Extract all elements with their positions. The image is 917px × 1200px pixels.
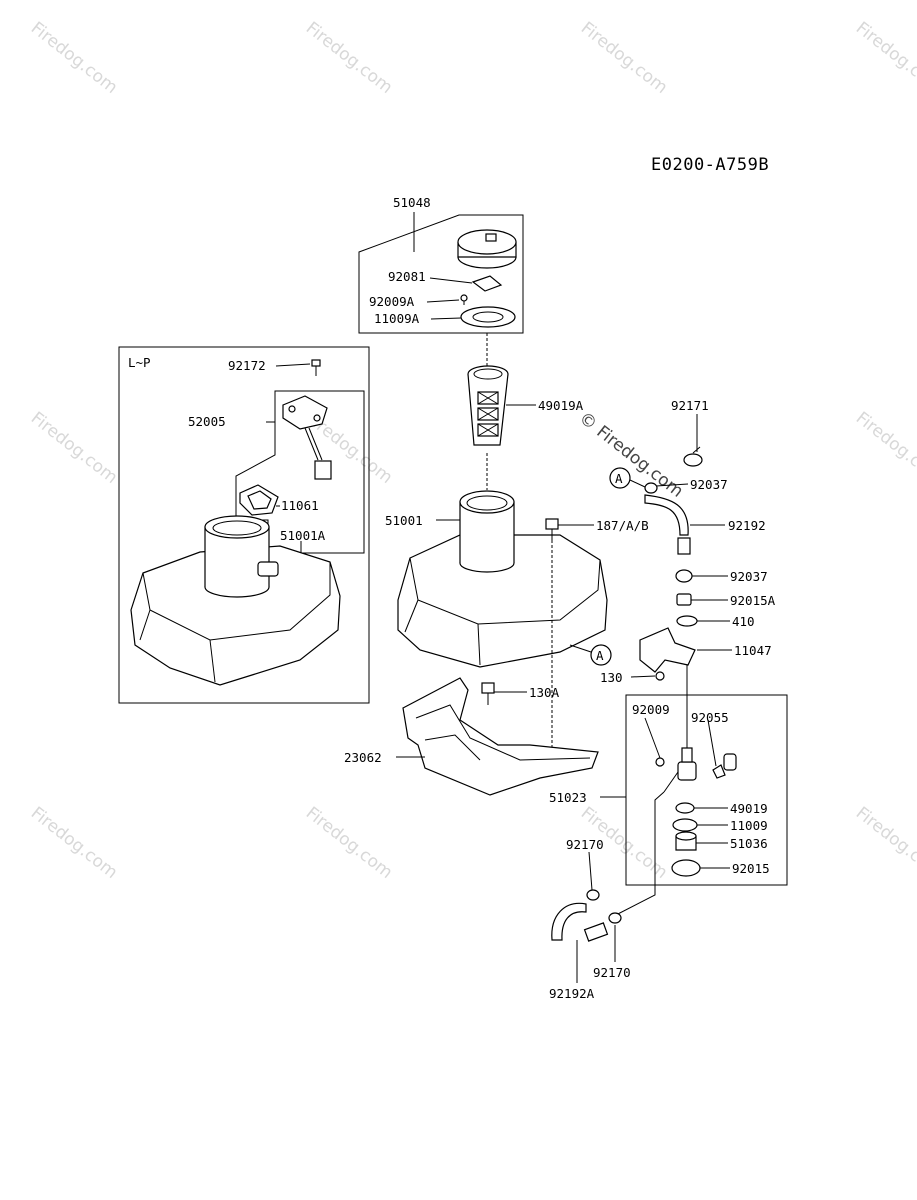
leader-lines [266,212,732,983]
diagram-code: E0200-A759B [651,155,769,175]
watermark-prominent: © Firedog.com [575,408,687,502]
fuel-tank-small-icon [130,515,341,686]
part-label-92170-right: 92170 [593,965,631,980]
fuel-sender-icon [282,395,332,480]
part-label-92055: 92055 [691,710,729,725]
heat-shield-icon [402,677,599,796]
part-label-92009a: 92009A [369,294,415,309]
watermark: Firedog.com [852,408,917,488]
part-label-92171: 92171 [671,398,709,413]
callout-a-hose: A [609,467,646,489]
cap-gasket-icon [460,306,516,328]
part-label-11047: 11047 [734,643,772,658]
lever-screw-icon [655,757,665,767]
part-label-11009: 11009 [730,818,768,833]
part-label-92192: 92192 [728,518,766,533]
fuel-cock-icon [663,665,697,793]
drain-bolt-icon [545,518,559,750]
hose-clamp-lower-left-icon [586,889,600,901]
cock-strainer-icon [675,802,695,814]
part-label-92170-left: 92170 [566,837,604,852]
fuel-hose-lower-icon [551,791,665,942]
lever-clip-icon [712,753,737,779]
cock-gasket-icon [672,818,698,832]
sender-group-bracket [235,390,365,554]
part-label-92015a: 92015A [730,593,776,608]
hose-clamp-small-icon [644,482,658,494]
cap-group-bracket [358,214,524,334]
part-label-49019: 49019 [730,801,768,816]
part-label-51048: 51048 [393,195,431,210]
part-labels: 51048 92081 92009A 11009A 92172 52005 11… [188,195,776,1001]
watermark: Firedog.com [27,408,121,488]
part-label-52005: 52005 [188,414,226,429]
sediment-cup-icon [675,831,697,851]
watermark: Firedog.com [302,18,396,98]
part-label-92081: 92081 [388,269,426,284]
part-label-51001: 51001 [385,513,423,528]
bolt-icon [311,359,321,376]
callout-a-label: A [596,648,604,663]
watermark: Firedog.com [852,803,917,883]
callout-a-label: A [615,471,623,486]
nut-icon [676,593,692,606]
fuel-strainer-icon [467,333,509,490]
part-label-92037-lower: 92037 [730,569,768,584]
part-label-92015: 92015 [732,861,770,876]
part-label-130a: 130A [529,685,560,700]
cap-screw-icon [460,294,468,305]
part-label-410: 410 [732,614,755,629]
part-label-92009: 92009 [632,702,670,717]
fuel-cap-icon [457,229,517,269]
part-label-130: 130 [600,670,623,685]
fuel-cock-group-box [625,694,788,886]
part-label-49019a: 49019A [538,398,584,413]
part-label-11009a: 11009A [374,311,420,326]
bracket-bolt-icon [655,671,665,681]
watermark: Firedog.com [852,18,917,98]
hose-clamp-lower-right-icon [608,912,622,924]
watermark: Firedog.com [27,803,121,883]
watermark: Firedog.com [302,803,396,883]
hose-clamp-top-icon [683,446,703,467]
part-label-92172: 92172 [228,358,266,373]
cap-plate-icon [471,275,503,292]
part-label-92037-upper: 92037 [690,477,728,492]
fuel-tank-icon [397,490,608,668]
part-label-51001a: 51001A [280,528,326,543]
shield-bolt-icon [481,682,495,705]
callout-a-tank: A [569,644,612,666]
bracket-icon [639,627,696,673]
cup-ring-icon [671,859,701,877]
gasket-icon [239,484,279,516]
part-label-11061: 11061 [281,498,319,513]
hose-clamp-mid-icon [675,569,693,583]
fuel-hose-upper-icon [644,494,691,555]
watermark: Firedog.com [577,18,671,98]
part-label-187: 187/A/B [596,518,649,533]
part-label-51023: 51023 [549,790,587,805]
variant-inset-box [118,346,370,704]
washer-icon [676,615,698,627]
part-label-51036: 51036 [730,836,768,851]
variant-label: L~P [128,355,151,370]
part-label-23062: 23062 [344,750,382,765]
part-label-92192a: 92192A [549,986,595,1001]
watermark: Firedog.com [27,18,121,98]
